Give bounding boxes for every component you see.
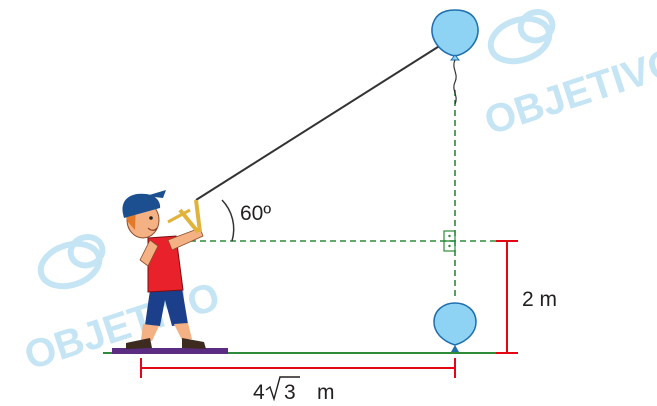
distance-unit: m [317,381,335,404]
angle-label: 60º [240,202,271,225]
watermark-bottom-left: OBJETIVO [19,234,225,379]
distance-dimension [140,358,456,378]
boy-with-slingshot-icon [122,190,206,349]
watermark-logo-icon [37,234,106,290]
height-dimension [496,240,518,354]
distance-radicand: 3 [284,381,296,404]
right-angle-marker-icon [443,230,456,252]
watermark-text-top: OBJETIVO [479,39,657,143]
watermark-text-bottom: OBJETIVO [19,274,225,378]
height-label: 2 m [522,288,557,311]
watermark-logo-icon [487,9,556,65]
radical-sign-icon [265,376,300,402]
distance-label: 4 3 m [253,376,335,404]
ground-mat [112,348,228,354]
distance-coefficient: 4 [253,381,265,404]
watermark-top-right: OBJETIVO [479,9,657,144]
balloon-string [195,44,442,201]
angle-arc [221,199,235,242]
balloon-icon-top [431,9,479,105]
balloon-icon-bottom [433,302,477,352]
